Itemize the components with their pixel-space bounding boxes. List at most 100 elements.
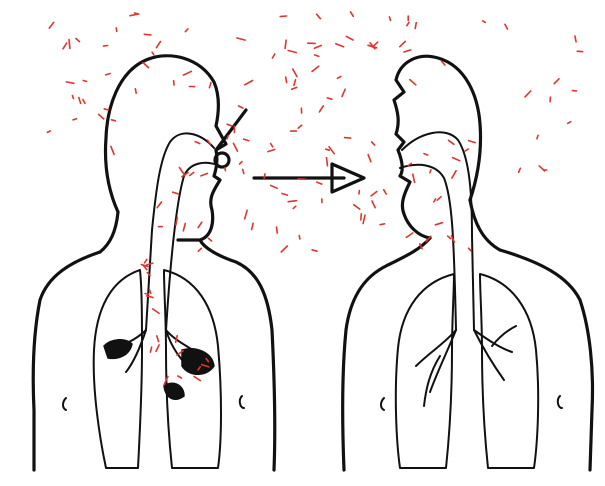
droplet-dash (469, 248, 471, 251)
droplet-dash (285, 40, 286, 48)
droplet-dash (288, 201, 296, 202)
droplet-dash (410, 80, 416, 85)
droplet-dash (144, 34, 151, 35)
droplet-dash (281, 246, 287, 252)
droplet-dash (537, 135, 538, 139)
droplet-dash (449, 140, 454, 144)
droplet-dash (407, 22, 409, 25)
droplet-dash (240, 162, 242, 164)
droplet-dash (185, 29, 188, 32)
droplet-dash (183, 71, 191, 75)
droplet-dash (430, 170, 431, 173)
droplet-dash (106, 74, 110, 75)
droplet-dash (198, 222, 202, 228)
droplet-dash (157, 336, 159, 342)
recipient-airway (400, 132, 474, 330)
droplet-dash (190, 173, 194, 176)
droplet-dash (452, 171, 456, 178)
recipient-neck (470, 200, 500, 250)
droplet-dash (317, 182, 322, 184)
droplet-dash (437, 197, 441, 201)
droplet-dash (83, 81, 86, 82)
droplet-dash (413, 174, 415, 182)
droplet-dash (434, 199, 436, 202)
droplet-dash (143, 63, 149, 68)
source-nose-pointer-line (216, 110, 246, 150)
droplet-dash (483, 21, 486, 23)
droplet-dash (252, 223, 254, 229)
droplet-dash (227, 124, 232, 126)
recipient-left-lung (396, 274, 454, 468)
droplet-dash (239, 106, 243, 108)
droplet-dash (568, 122, 571, 124)
droplet-dash (245, 210, 247, 219)
droplet-dash (519, 168, 521, 172)
droplet-dash (271, 185, 278, 188)
droplet-dash (198, 248, 201, 251)
droplet-dash (152, 52, 154, 55)
droplet-dash (389, 17, 390, 21)
droplet-dash (268, 150, 275, 152)
droplet-dash (237, 38, 245, 40)
droplet-dash (145, 259, 147, 262)
droplet-dash (372, 201, 375, 208)
droplet-dash (277, 227, 278, 233)
droplet-dash (83, 100, 85, 104)
droplet-dash (233, 143, 237, 151)
source-chest-marks (63, 396, 244, 410)
droplet-dash (336, 44, 344, 47)
droplet-dash (147, 263, 153, 265)
droplet-dash (150, 347, 151, 352)
droplet-dash (244, 139, 249, 141)
droplet-dash (384, 190, 387, 194)
droplet-dash (179, 168, 184, 175)
source-left-lung (94, 270, 142, 468)
droplet-dash (346, 36, 353, 40)
droplet-dash (104, 46, 108, 47)
droplet-dash (424, 154, 428, 156)
droplet-dash (415, 23, 416, 29)
droplet-dash (111, 146, 114, 154)
recipient-right-lung (480, 274, 538, 468)
droplet-dash (76, 39, 80, 42)
droplet-dash (135, 13, 138, 14)
recipient-chest-marks (381, 396, 562, 410)
droplet-dash (145, 294, 149, 295)
droplet-dash (326, 149, 330, 150)
droplet-dash (294, 80, 296, 86)
droplet-dash (327, 98, 332, 99)
droplet-dash (453, 158, 460, 161)
droplet-dash (505, 24, 508, 29)
droplet-dash (575, 36, 576, 42)
recipient-head-outline (394, 56, 481, 238)
droplet-dash (288, 51, 296, 53)
droplet-dash (319, 106, 323, 112)
recipient-torso-outline (343, 238, 593, 470)
droplet-dash (178, 376, 182, 378)
droplet-dash (63, 43, 67, 49)
droplet-dash (368, 155, 371, 162)
droplet-dash (69, 40, 70, 49)
droplet-dash (47, 131, 50, 132)
droplet-dash (354, 205, 360, 209)
droplet-dash (112, 120, 116, 121)
droplet-dash (298, 125, 302, 128)
droplet-dash (272, 54, 274, 58)
droplet-dash (554, 79, 559, 84)
source-head-outline (106, 56, 227, 240)
droplet-dash (173, 192, 179, 194)
droplet-dash (99, 114, 104, 119)
droplet-dash (66, 82, 73, 83)
droplet-dash (201, 173, 208, 176)
droplet-dash (465, 149, 468, 151)
airborne-droplets (47, 12, 582, 385)
droplet-dash (363, 215, 365, 223)
droplet-dash (293, 69, 297, 77)
droplet-dash (372, 142, 375, 145)
source-person (33, 56, 275, 470)
droplet-dash (156, 42, 160, 48)
droplet-dash (209, 83, 211, 88)
droplet-dash (286, 77, 287, 83)
droplet-dash (195, 142, 200, 144)
droplet-dash (312, 250, 317, 251)
